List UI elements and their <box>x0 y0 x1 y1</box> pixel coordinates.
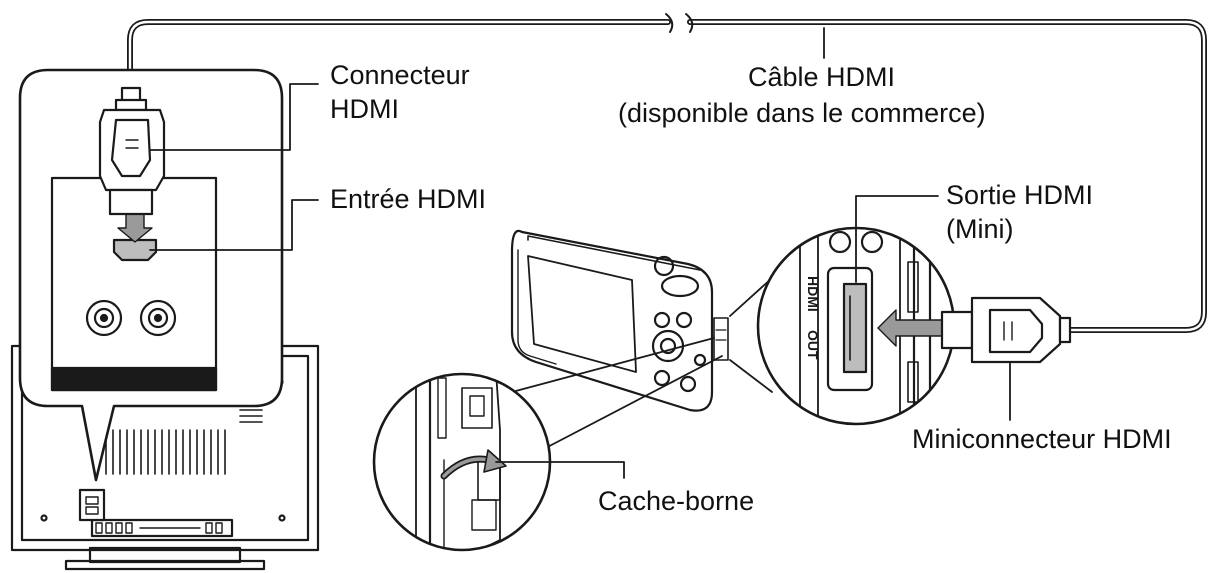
tv-vents <box>105 381 263 475</box>
port-marking-out: OUT <box>805 330 821 360</box>
hdmi-connector-plug <box>98 86 166 216</box>
label-hdmi-cable-line1: Câble HDMI <box>748 62 896 92</box>
label-hdmi-cable-line2: (disponible dans le commerce) <box>618 98 986 128</box>
label-hdmi-input: Entrée HDMI <box>330 184 487 214</box>
label-connector-hdmi-line2: HDMI <box>330 94 399 124</box>
label-connector-hdmi-line1: Connecteur <box>330 60 470 90</box>
leader-lines <box>149 27 1011 479</box>
label-hdmi-output-line1: Sortie HDMI <box>946 180 1094 210</box>
tv-hdmi-zoom-callout <box>18 68 284 482</box>
label-mini-hdmi-connector: Miniconnecteur HDMI <box>912 424 1172 454</box>
label-terminal-cover: Cache-borne <box>598 486 755 516</box>
camera <box>510 229 729 412</box>
port-marking-hdmi: HDMI <box>805 276 821 312</box>
label-hdmi-output-line2: (Mini) <box>946 214 1014 244</box>
mini-hdmi-connector-plug <box>940 296 1072 364</box>
camera-hdmi-zoom-circle <box>729 226 956 426</box>
terminal-cover-zoom-circle <box>372 337 723 552</box>
tv-hdmi-port <box>112 238 158 262</box>
camera-hdmi-out-port <box>842 282 868 374</box>
hdmi-cable <box>127 13 1207 333</box>
